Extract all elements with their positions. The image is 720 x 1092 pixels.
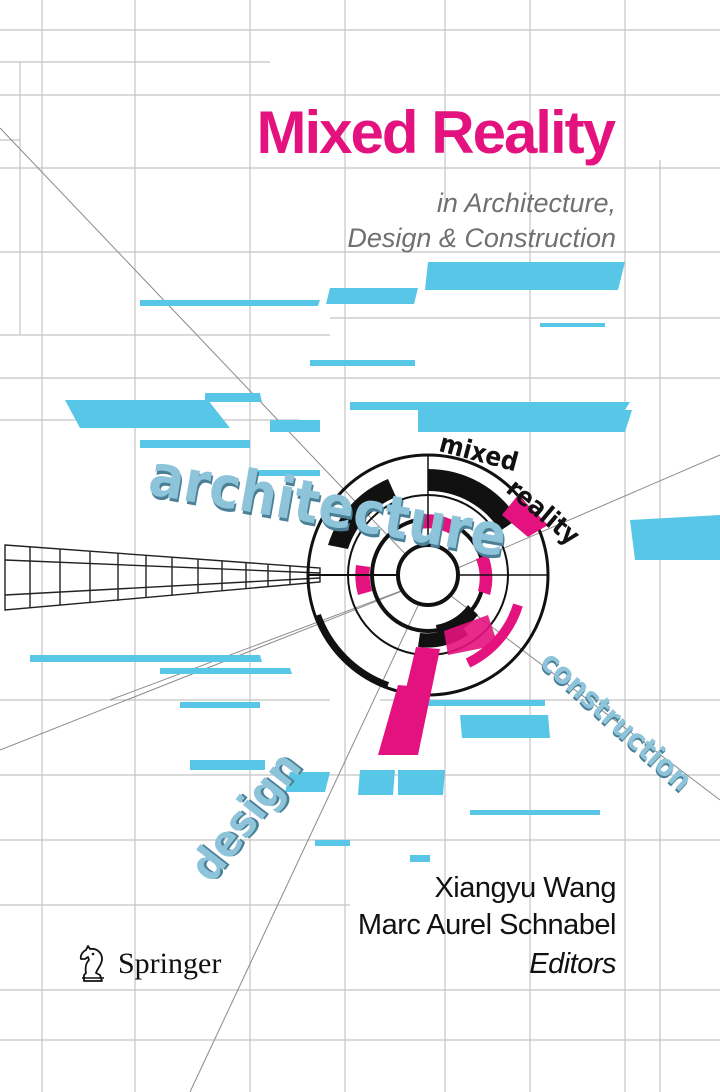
- book-title: Mixed Reality: [256, 99, 616, 166]
- publisher-name: Springer: [118, 947, 222, 980]
- springer-knight-icon: [79, 945, 104, 982]
- book-subtitle-line1: in Architecture,: [436, 188, 616, 218]
- cyan-floating-panels: [30, 262, 720, 862]
- book-subtitle-line2: Design & Construction: [347, 223, 616, 253]
- editors-label: Editors: [529, 948, 616, 980]
- publisher-logo: Springer: [76, 945, 221, 983]
- editor-name-2: Marc Aurel Schnabel: [357, 909, 617, 941]
- wireframe-tower: [4, 544, 321, 611]
- circular-plan-diagram: [306, 453, 550, 755]
- editor-name-1: Xiangyu Wang: [434, 872, 616, 904]
